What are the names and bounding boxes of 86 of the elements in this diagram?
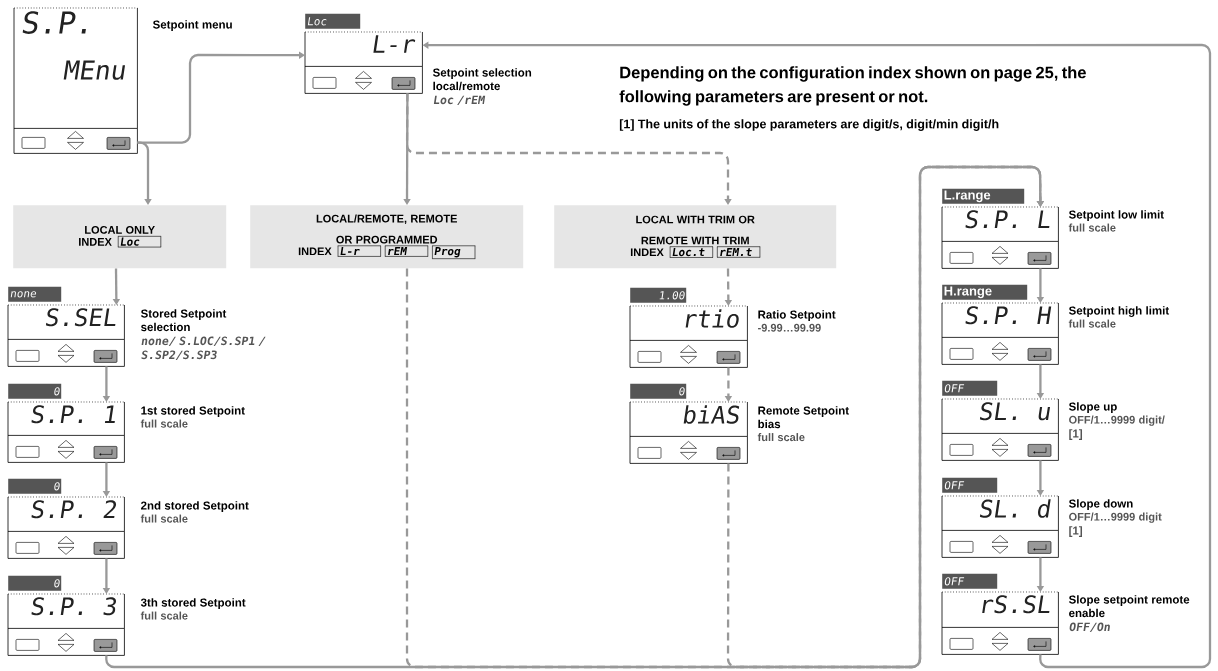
display-reading: SL. u: [979, 402, 1050, 421]
configuration-band: [13, 205, 227, 269]
controller-display: [629, 305, 748, 368]
controller-display: [7, 401, 125, 463]
display-reading: biAS: [683, 405, 740, 424]
parameter-name: Setpoint high limit: [1068, 306, 1170, 317]
footnote-mark: [1]: [1069, 429, 1082, 440]
display-reading: S.P. 2: [31, 500, 117, 519]
display-reading: S.P.: [22, 11, 86, 34]
controller-display: [304, 31, 423, 94]
index-code-box: L-r: [337, 245, 382, 257]
controller-display: [629, 401, 748, 464]
controller-display: [941, 302, 1059, 365]
default-value-tag: 1.00: [630, 287, 687, 303]
controller-display: [7, 593, 125, 656]
parameter-name: Slope up: [1068, 402, 1117, 413]
connector-arrow: [137, 141, 152, 205]
parameter-name: Stored Setpoint selection: [140, 309, 227, 332]
parameter-name: Remote Setpoint bias: [758, 406, 849, 429]
default-value-tag: L.range: [942, 188, 1025, 204]
default-value-tag: Loc: [305, 13, 361, 29]
controller-display: [7, 304, 125, 367]
value-range: OFF/1…9999 digit: [1069, 512, 1162, 523]
display-reading: MEnu: [63, 60, 126, 80]
value-range: OFF/1…9999 digit/: [1069, 415, 1165, 426]
value-range: full scale: [1068, 319, 1116, 328]
parameter-name: 2nd stored Setpoint: [141, 501, 249, 512]
index-label: INDEX: [298, 247, 332, 256]
band-heading: LOCAL WITH TRIM OR REMOTE WITH TRIM: [636, 215, 755, 245]
controller-display: [941, 206, 1059, 269]
controller-display: [941, 591, 1059, 655]
index-label: INDEX: [630, 248, 664, 256]
parameter-name: Setpoint low limit: [1068, 210, 1164, 221]
footnote-mark: [1]: [1069, 526, 1082, 537]
display-reading: rS.SL: [982, 595, 1050, 614]
display-reading: rtio: [685, 309, 739, 328]
footnote-text: [1] The units of the slope parameters are digit/s, digit/min digit/h: [619, 119, 999, 131]
default-value-tag: 0: [8, 383, 62, 399]
value-options: Loc /rEM: [433, 95, 486, 106]
value-options: OFF/On: [1069, 622, 1110, 633]
value-range: full scale: [140, 419, 188, 428]
intro-note: Depending on the configuration index shown on page 25, the following parameters are present or not.: [619, 66, 1086, 106]
index-code-box: Loc: [117, 236, 162, 248]
band-heading: LOCAL/REMOTE, REMOTE OR PROGRAMMED: [316, 214, 457, 244]
value-range: full scale: [140, 611, 188, 620]
default-value-tag: none: [8, 286, 62, 302]
value-range: -9.99…99.99: [758, 323, 821, 332]
default-value-tag: H.range: [942, 284, 1028, 300]
controller-display: [941, 495, 1059, 558]
band-heading: LOCAL ONLY: [85, 226, 155, 234]
configuration-band: [250, 205, 524, 269]
default-value-tag: 0: [8, 575, 62, 591]
parameter-name: Setpoint selection local/remote: [432, 68, 532, 91]
index-code-box: Loc.t: [669, 246, 714, 258]
value-range: full scale: [757, 433, 805, 442]
value-range: full scale: [140, 514, 188, 523]
default-value-tag: OFF: [942, 573, 998, 589]
index-code-box: rEM.t: [716, 246, 761, 258]
default-value-tag: 0: [630, 383, 687, 399]
index-label: INDEX: [79, 238, 112, 246]
display-reading: S.P. L: [965, 210, 1050, 229]
default-value-tag: 0: [8, 478, 62, 494]
value-range: full scale: [1068, 223, 1116, 232]
controller-display: [7, 496, 125, 559]
parameter-name: Ratio Setpoint: [758, 310, 836, 321]
index-code-box: rEM: [384, 245, 429, 257]
default-value-tag: OFF: [942, 477, 998, 493]
default-value-tag: OFF: [942, 380, 998, 396]
index-code-box: Prog: [431, 245, 476, 259]
display-reading: L-r: [373, 35, 416, 53]
controller-display: [13, 7, 138, 154]
parameter-name: Slope setpoint remote enable: [1068, 595, 1190, 618]
display-reading: S.P. H: [965, 306, 1052, 325]
parameter-name: Slope down: [1068, 499, 1133, 510]
controller-display: [941, 398, 1059, 461]
display-reading: SL. d: [979, 499, 1051, 518]
configuration-band: [554, 205, 837, 269]
connector-arrow: [726, 165, 1045, 669]
parameter-name: 1st stored Setpoint: [141, 406, 245, 417]
display-reading: S.SEL: [45, 308, 116, 327]
display-reading: S.P. 3: [31, 597, 116, 616]
menu-title: Setpoint menu: [152, 20, 232, 31]
display-reading: S.P. 1: [31, 405, 115, 424]
parameter-name: 3th stored Setpoint: [140, 598, 246, 609]
connector-arrow: [405, 93, 732, 205]
value-options: none/ S.LOC/S.SP1 / S.SP2/S.SP3: [141, 336, 266, 361]
